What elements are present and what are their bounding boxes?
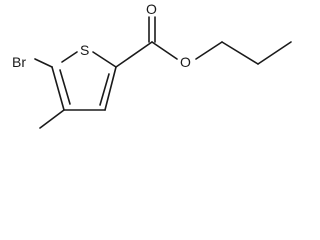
bond-c5-br — [34, 58, 53, 68]
ester-oxygen-label: O — [180, 54, 191, 70]
bond-c5-s1 — [61, 51, 78, 63]
bond-c4-methyl — [39, 109, 65, 129]
carbonyl-oxygen-label: O — [146, 1, 157, 17]
chemical-structure-diagram: Br S O O — [12, 1, 292, 129]
bromine-atom-label: Br — [12, 54, 26, 70]
bond-ch2-ch3 — [257, 41, 292, 65]
bond-s1-c2 — [92, 51, 117, 68]
bond-c2-carbonyl — [115, 41, 153, 68]
bond-ester-o-ch2 — [195, 41, 223, 60]
bond-ch2-ch2 — [221, 41, 259, 65]
bond-c4-c5-inner — [59, 69, 71, 105]
bond-c2-c3-inner — [99, 73, 110, 106]
sulfur-atom-label: S — [80, 42, 89, 58]
bond-carbonyl-ester-o — [151, 41, 178, 60]
bond-c2-c3 — [104, 66, 117, 111]
bond-c4-c5 — [51, 66, 65, 111]
